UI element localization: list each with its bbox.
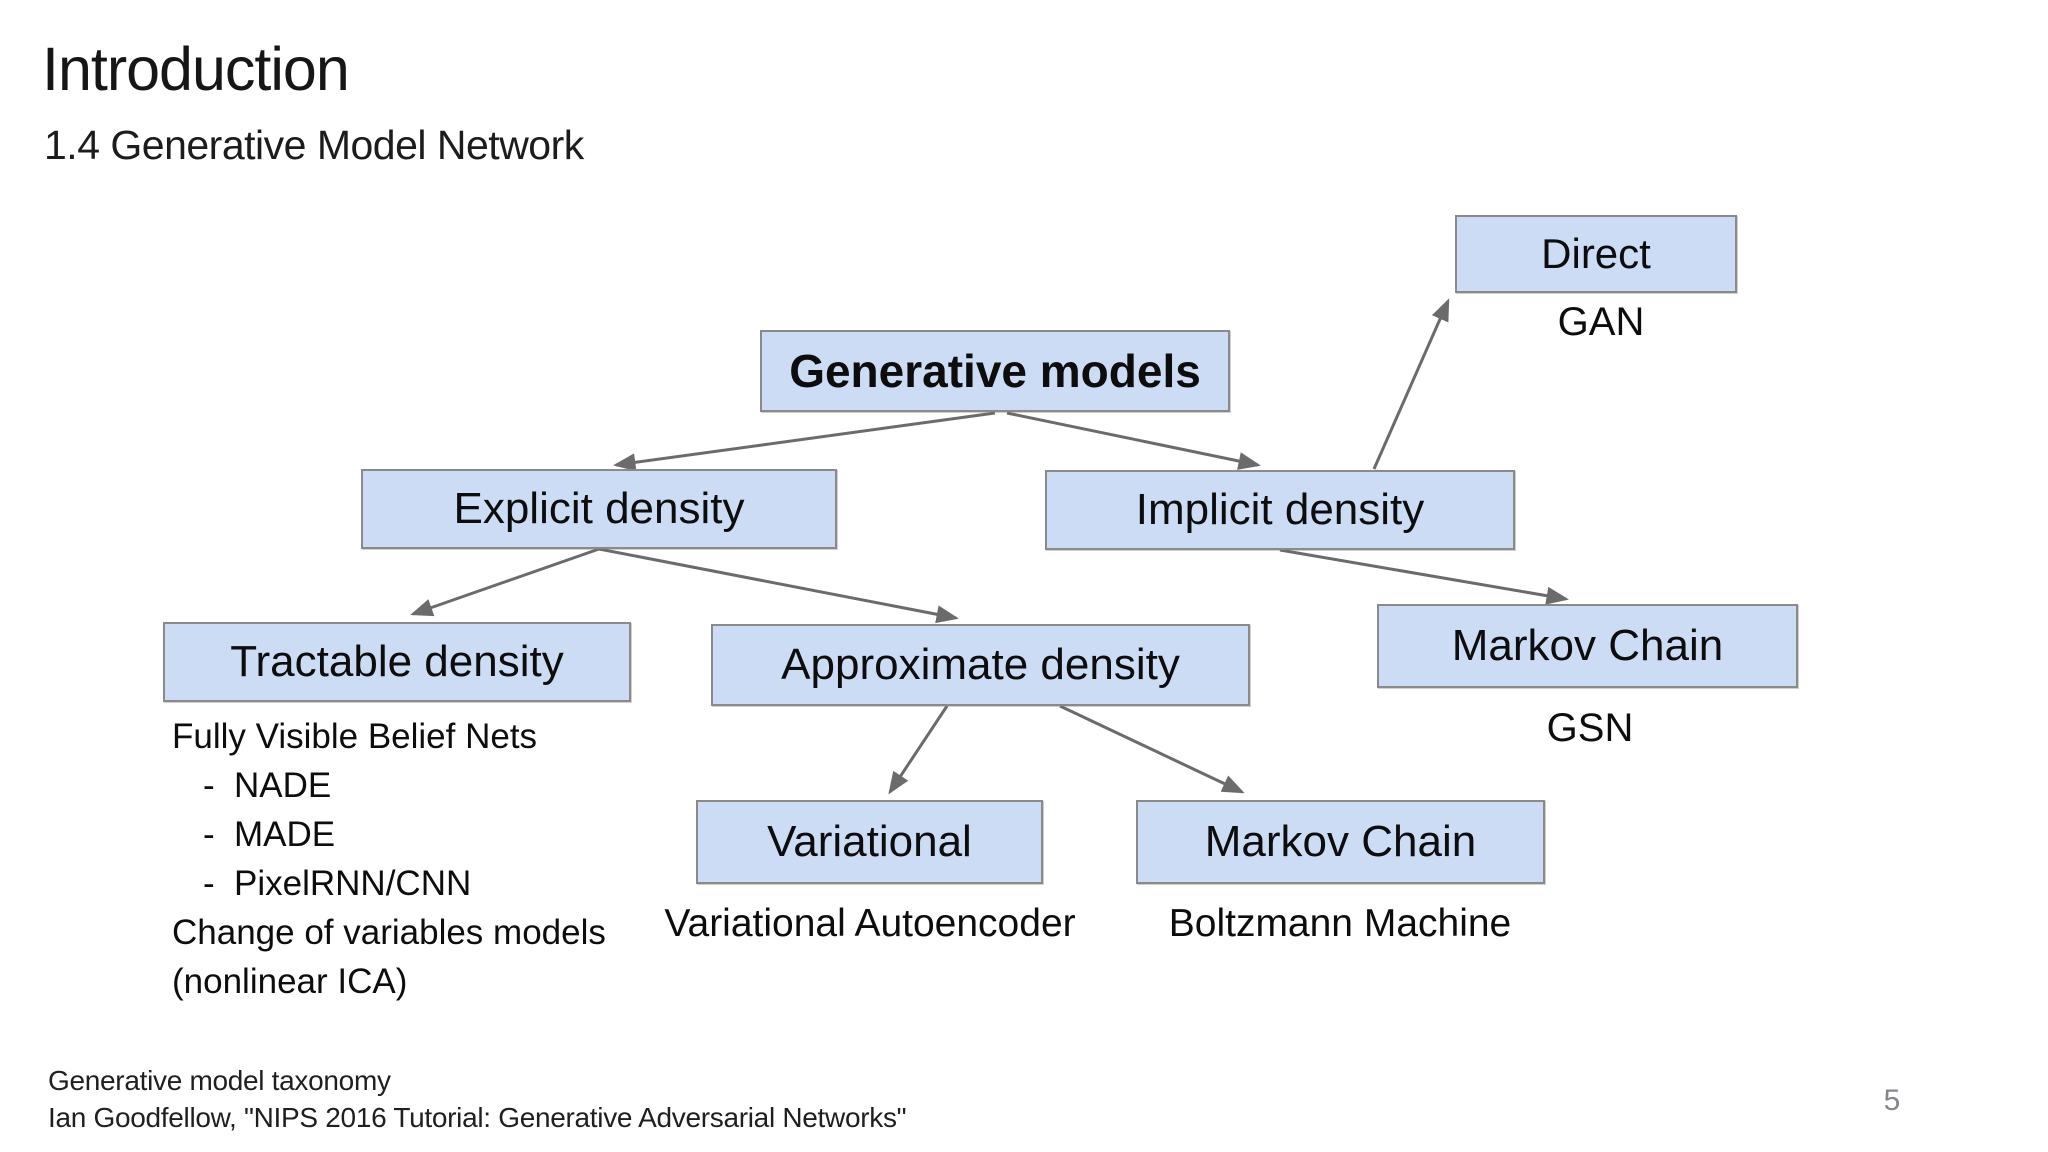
node-generative-models-label: Generative models	[789, 345, 1201, 397]
node-variational-label: Variational	[767, 817, 972, 866]
node-approximate-density-label: Approximate density	[781, 640, 1180, 689]
bullet-dash: -	[203, 766, 215, 805]
node-markov-chain-gsn-label: Markov Chain	[1451, 621, 1724, 670]
footer-citation: Ian Goodfellow, "NIPS 2016 Tutorial: Gen…	[48, 1102, 907, 1133]
note-bullet-pixelrnn-text: PixelRNN/CNN	[234, 864, 472, 903]
sublabel-gsn: GSN	[1546, 706, 1634, 750]
note-bullet-made: -MADE	[172, 810, 692, 859]
node-explicit-density-label: Explicit density	[453, 484, 745, 533]
note-line-change-of-variables: Change of variables models	[172, 913, 606, 952]
node-direct: Direct	[1455, 215, 1737, 293]
arrow-approximate-to-markov-boltzmann	[1059, 704, 1245, 794]
node-variational: Variational	[696, 800, 1043, 884]
node-direct-label: Direct	[1541, 230, 1651, 277]
slide-subtitle: 1.4 Generative Model Network	[44, 122, 584, 168]
bullet-dash: -	[203, 815, 215, 854]
slide-footer: Generative model taxonomy Ian Goodfellow…	[48, 1062, 907, 1136]
arrow-generative-to-implicit	[1006, 411, 1261, 470]
note-bullet-nade-text: NADE	[234, 766, 332, 805]
note-line-nonlinear-ica: (nonlinear ICA)	[172, 962, 408, 1001]
note-line-fvbn: Fully Visible Belief Nets	[172, 717, 538, 756]
node-markov-chain-boltzmann-label: Markov Chain	[1204, 817, 1477, 866]
sublabel-gan: GAN	[1557, 300, 1645, 344]
arrow-explicit-to-tractable	[410, 547, 600, 617]
arrow-generative-to-explicit	[613, 411, 996, 472]
node-implicit-density: Implicit density	[1045, 470, 1515, 550]
arrow-explicit-to-approximate	[598, 547, 959, 624]
node-markov-chain-boltzmann: Markov Chain	[1136, 800, 1545, 884]
node-tractable-density-label: Tractable density	[230, 637, 564, 686]
node-markov-chain-gsn: Markov Chain	[1377, 604, 1798, 688]
sublabel-variational-autoencoder: Variational Autoencoder	[664, 902, 1076, 945]
tractable-density-notes: Fully Visible Belief Nets -NADE -MADE -P…	[172, 712, 692, 1006]
arrow-approximate-to-variational	[888, 705, 949, 795]
node-implicit-density-label: Implicit density	[1135, 485, 1425, 534]
arrow-implicit-to-markov-gsn	[1279, 548, 1569, 605]
arrow-implicit-to-direct	[1372, 298, 1450, 470]
note-bullet-nade: -NADE	[172, 761, 692, 810]
node-tractable-density: Tractable density	[163, 622, 631, 702]
sublabel-boltzmann-machine: Boltzmann Machine	[1168, 902, 1512, 945]
node-approximate-density: Approximate density	[711, 624, 1250, 706]
footer-caption: Generative model taxonomy	[48, 1065, 391, 1096]
note-bullet-made-text: MADE	[234, 815, 336, 854]
node-explicit-density: Explicit density	[361, 469, 837, 549]
page-number: 5	[1883, 1084, 1901, 1117]
bullet-dash: -	[203, 864, 215, 903]
node-generative-models: Generative models	[760, 330, 1230, 412]
slide-title: Introduction	[42, 35, 350, 103]
note-bullet-pixelrnn: -PixelRNN/CNN	[172, 859, 692, 908]
